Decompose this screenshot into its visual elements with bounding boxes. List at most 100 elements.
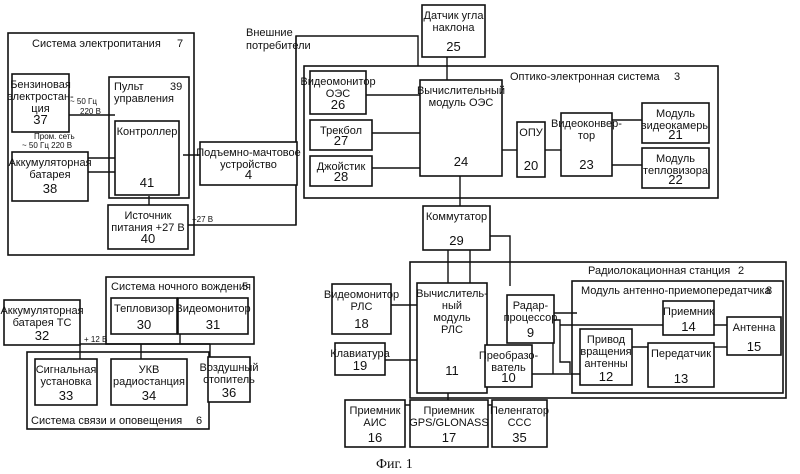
block-10-label: Преобразо-	[479, 350, 539, 362]
block-15-number: 15	[747, 339, 761, 354]
block-26-box	[309, 70, 367, 115]
block-38-label: Аккумуляторная	[8, 157, 91, 169]
power-system-group	[7, 32, 195, 256]
block-16-label: Приемник	[350, 405, 401, 417]
block-29-box	[422, 205, 491, 251]
power-system-number: 7	[177, 38, 183, 50]
block-33-label: Сигнальная	[36, 364, 97, 376]
block-34-label: радиостанция	[113, 376, 185, 388]
block-23-number: 23	[579, 157, 593, 172]
block-37-label: Бензиновая	[10, 79, 71, 91]
figure-caption: Фиг. 1	[376, 457, 413, 472]
block-30-label: Тепловизор	[114, 303, 174, 315]
block-37-label: электростан-	[7, 91, 74, 103]
block-9-label: процессор	[504, 312, 558, 324]
oes-group	[303, 65, 719, 199]
block-33-number: 33	[59, 388, 73, 403]
block-16-label: АИС	[363, 417, 386, 429]
block-9-number: 9	[527, 325, 534, 340]
block-11-label: РЛС	[441, 324, 463, 336]
oes-number: 3	[674, 71, 680, 83]
block-40-number: 40	[141, 231, 155, 246]
block-36-number: 36	[222, 385, 236, 400]
block-9-label: Радар-	[513, 300, 549, 312]
block-17-label: GPS/GLONASS	[409, 417, 488, 429]
block-19-number: 19	[353, 358, 367, 373]
block-28-label: Джойстик	[317, 161, 366, 173]
block-27-number: 27	[334, 133, 348, 148]
block-40-label: Источник	[125, 210, 172, 222]
block-20-box	[516, 121, 546, 178]
block-17-label: Приемник	[424, 405, 475, 417]
block-11-label: ный	[442, 300, 462, 312]
block-4-number: 4	[245, 167, 252, 182]
block-13-box	[647, 342, 715, 388]
block-31-number: 31	[206, 317, 220, 332]
block-38-number: 38	[43, 181, 57, 196]
block-41-label: Контроллер	[117, 126, 178, 138]
block-31-label: Видеомонитор	[175, 303, 250, 315]
block-20-number: 20	[524, 158, 538, 173]
block-26-label: Видеомонитор	[300, 76, 375, 88]
block-20-label: ОПУ	[519, 127, 543, 139]
block-21-number: 21	[668, 127, 682, 142]
block-29-label: Коммутатор	[426, 211, 487, 223]
night-system-number: 5	[242, 281, 248, 293]
block-36-box	[207, 356, 251, 403]
block-22-box	[641, 147, 710, 189]
antenna-module-group	[571, 280, 784, 394]
blocks-layer: Бензиноваяэлектростан-ция37Контроллер41А…	[0, 4, 782, 448]
external-consumers-label-2: потребители	[246, 40, 311, 52]
block-18-box	[331, 283, 392, 335]
block-25-label: наклона	[433, 22, 476, 34]
block-12-label: антенны	[584, 358, 627, 370]
control-panel-label-2: управления	[114, 93, 174, 105]
block-25-box	[421, 4, 486, 58]
block-25-number: 25	[446, 39, 460, 54]
block-40-box	[107, 204, 189, 250]
block-12-label: Привод	[587, 334, 626, 346]
block-16-box	[344, 399, 406, 448]
block-24-number: 24	[454, 154, 468, 169]
block-23-box	[560, 112, 613, 177]
block-12-box	[579, 328, 633, 386]
block-13-number: 13	[674, 371, 688, 386]
block-18-label: РЛС	[351, 301, 373, 313]
block-34-number: 34	[142, 388, 156, 403]
v27-label: +27 В	[192, 215, 213, 224]
radar-group	[409, 261, 787, 399]
external-consumers-label: Внешние	[246, 27, 293, 39]
block-27-box	[309, 119, 373, 151]
block-36-label: Воздушный	[199, 362, 258, 374]
block-38-box	[11, 151, 89, 202]
antenna-module-label: Модуль антенно-приемопередатчика	[581, 285, 772, 297]
block-28-box	[309, 155, 373, 187]
block-35-label: ССС	[508, 417, 532, 429]
block-11-number: 11	[445, 363, 459, 378]
block-21-label: Модуль	[656, 108, 695, 120]
freq-label: ~ 50 Гц	[70, 97, 97, 106]
block-30-number: 30	[137, 317, 151, 332]
block-17-box	[409, 399, 489, 448]
block-10-label: ватель	[491, 362, 526, 374]
block-35-label: Пеленгатор	[490, 405, 549, 417]
block-15-box	[726, 316, 782, 356]
block-19-box	[334, 342, 386, 376]
block-35-number: 35	[512, 430, 526, 445]
block-34-box	[110, 358, 188, 406]
